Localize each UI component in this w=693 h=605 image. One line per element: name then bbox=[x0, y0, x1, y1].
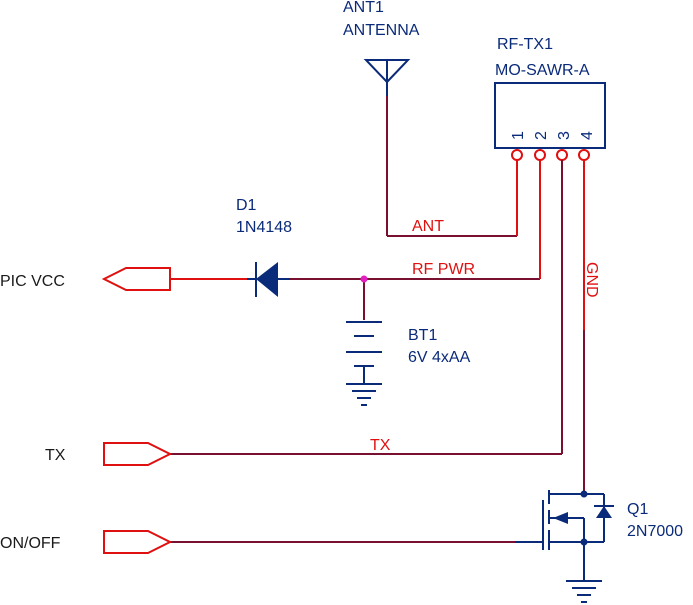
rf-module-pin-1: 1 bbox=[510, 131, 527, 140]
junction-dot bbox=[360, 275, 368, 283]
net-label-tx: TX bbox=[370, 437, 391, 454]
port-tx[interactable] bbox=[103, 442, 173, 466]
net-ant[interactable] bbox=[386, 96, 518, 237]
port-pic-vcc[interactable] bbox=[101, 267, 171, 291]
mosfet-symbol[interactable] bbox=[542, 490, 614, 580]
port-tx-label: TX bbox=[45, 447, 66, 464]
port-on-off-label: ON/OFF bbox=[0, 535, 61, 552]
net-label-gnd: GND bbox=[583, 262, 600, 298]
net-label-rf-pwr: RF PWR bbox=[412, 261, 475, 278]
antenna-ref: ANT1 bbox=[343, 0, 384, 16]
battery-ref: BT1 bbox=[408, 327, 437, 344]
port-on-off[interactable] bbox=[103, 530, 173, 554]
rf-module-pin-1-terminal[interactable] bbox=[511, 149, 523, 161]
ground-symbol-battery bbox=[346, 383, 382, 406]
rf-module-pin-2-terminal[interactable] bbox=[534, 149, 546, 161]
net-tx[interactable] bbox=[170, 160, 563, 455]
antenna-symbol[interactable] bbox=[363, 59, 411, 96]
battery-symbol[interactable] bbox=[346, 321, 382, 383]
diode-symbol[interactable] bbox=[247, 262, 290, 297]
antenna-value: ANTENNA bbox=[343, 22, 420, 39]
rf-module-value: MO-SAWR-A bbox=[495, 62, 590, 79]
port-pic-vcc-label: PIC VCC bbox=[0, 273, 65, 290]
mosfet-ref: Q1 bbox=[627, 501, 648, 518]
rf-module-pin-3-terminal[interactable] bbox=[556, 149, 568, 161]
rf-module-ref: RF-TX1 bbox=[497, 36, 553, 53]
rf-module-pin-4-terminal[interactable] bbox=[578, 149, 590, 161]
rf-module-pin-3: 3 bbox=[556, 131, 573, 140]
rf-module-body[interactable] bbox=[494, 82, 606, 149]
ground-symbol-mosfet bbox=[566, 580, 602, 603]
net-label-ant: ANT bbox=[412, 218, 444, 235]
rf-module-pin-4: 4 bbox=[579, 131, 596, 140]
diode-ref: D1 bbox=[236, 197, 257, 214]
mosfet-drain-junction bbox=[580, 490, 588, 498]
mosfet-source-junction bbox=[580, 538, 588, 546]
net-rf-pwr[interactable] bbox=[170, 160, 541, 320]
rf-module-pin-2: 2 bbox=[533, 131, 550, 140]
battery-value: 6V 4xAA bbox=[408, 349, 471, 366]
diode-value: 1N4148 bbox=[236, 219, 292, 236]
mosfet-value: 2N7000 bbox=[627, 523, 683, 540]
